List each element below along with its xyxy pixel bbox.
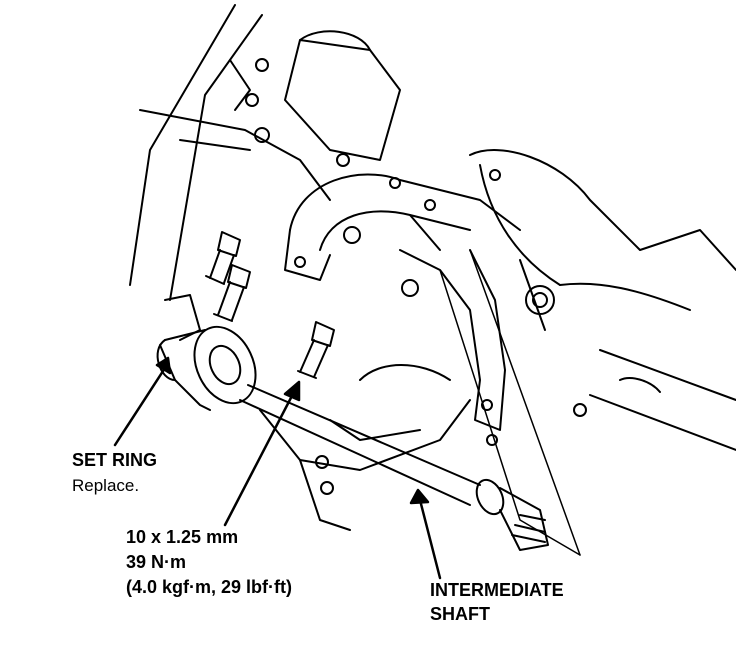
bolt-upper-left — [205, 231, 241, 285]
intermediate-shaft-label: INTERMEDIATE — [430, 580, 564, 600]
transmission-housing — [469, 149, 736, 451]
shaft-leader — [418, 498, 442, 580]
bolt-size-label: 10 x 1.25 mm — [126, 527, 239, 547]
mount-bracket — [284, 173, 521, 431]
bolt-torque-alt-label: (4.0 kgf·m, 29 lbf·ft) — [126, 577, 293, 597]
engine-block — [129, 4, 401, 301]
bolt-arrowhead — [283, 380, 301, 402]
lower-housing — [259, 364, 498, 531]
shaft-arrowhead — [409, 488, 430, 505]
set-ring-arrowhead — [155, 356, 172, 375]
bolt-leader — [223, 388, 297, 527]
set-ring-note: Replace. — [72, 476, 140, 495]
bolt-lower — [297, 321, 335, 379]
intermediate-shaft-label-line2: SHAFT — [430, 604, 490, 624]
set-ring-leader — [113, 366, 167, 447]
bolt-upper-right — [213, 264, 251, 322]
bolt-torque-label: 39 N·m — [126, 552, 187, 572]
set-ring-part — [156, 294, 257, 411]
section-lines — [439, 249, 581, 556]
set-ring-label: SET RING — [72, 450, 158, 470]
intermediate-shaft-part — [239, 384, 549, 551]
leader-arrows — [113, 356, 442, 580]
